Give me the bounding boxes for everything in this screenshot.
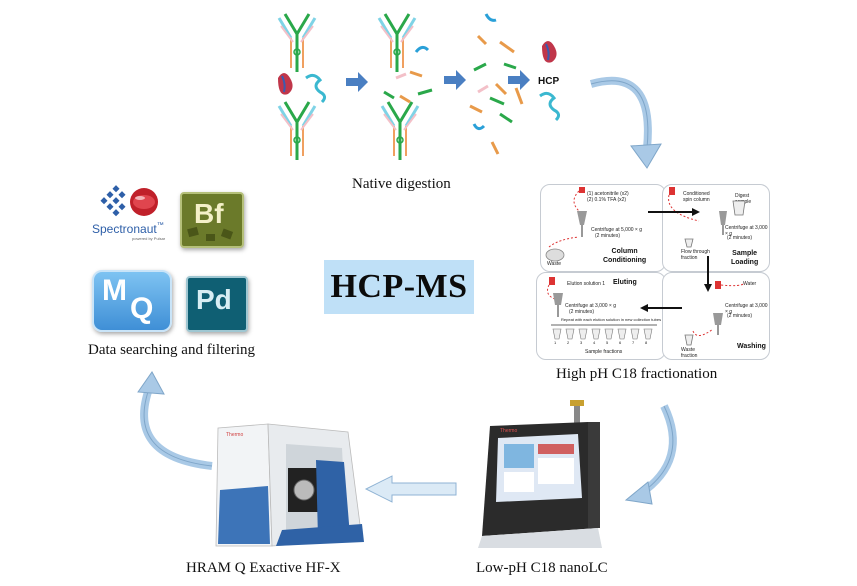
nanolc-brand: Thermo bbox=[500, 428, 518, 434]
step1-note1: (1) acetonitrile (x2) bbox=[587, 191, 629, 197]
step2-note1: Conditioned bbox=[683, 191, 710, 197]
step4-elution: Elution solution 1 bbox=[567, 281, 606, 287]
step2-flow: Flow through fraction bbox=[681, 249, 710, 261]
nanolc-illustration bbox=[478, 400, 602, 548]
curved-arrow-left bbox=[137, 371, 213, 470]
fraction-number: 8 bbox=[645, 340, 648, 345]
step1-spin2: (2 minutes) bbox=[595, 233, 621, 239]
step3-water: Water bbox=[743, 281, 757, 287]
caption-high-ph: High pH C18 fractionation bbox=[556, 366, 718, 382]
step4-title: Eluting bbox=[613, 279, 637, 286]
ms-brand: Thermo bbox=[226, 432, 244, 438]
maxquant-logo: M Q bbox=[92, 270, 172, 332]
step3-title: Washing bbox=[737, 343, 766, 350]
hcp-helix-icon bbox=[305, 73, 327, 104]
step2-spin: Centrifuge at 3,000 × g bbox=[725, 225, 768, 237]
pd-text: Pd bbox=[196, 284, 232, 315]
panel-sample-loading: Conditioned spin column Digest sample Ce… bbox=[662, 184, 770, 272]
step1-spin: Centrifuge at 5,000 × g bbox=[591, 227, 643, 233]
step4-fraction-numbers: 1 2 3 4 5 6 7 8 bbox=[554, 340, 664, 345]
panel-eluting: Eluting Elution solution 1 Centrifuge at… bbox=[536, 272, 666, 360]
mq-q: Q bbox=[130, 292, 154, 325]
curved-arrow-right bbox=[624, 404, 677, 505]
step1-note2: (2) 0.1% TFA (x2) bbox=[587, 197, 627, 203]
fraction-number: 4 bbox=[593, 340, 596, 345]
step4-repeat: Repeat with each elution solution in new… bbox=[561, 317, 662, 322]
flow-arrow-2 bbox=[444, 70, 466, 90]
nanolc-instrument: Thermo bbox=[470, 398, 610, 548]
step4-diagram bbox=[547, 277, 657, 340]
fraction-number: 1 bbox=[554, 340, 557, 345]
caption-native-digestion: Native digestion bbox=[352, 176, 451, 192]
step4-spin: Centrifuge at 3,000 × g bbox=[565, 303, 617, 309]
fraction-number: 2 bbox=[567, 340, 570, 345]
step3-diagram bbox=[684, 281, 746, 346]
step2-diagram bbox=[668, 187, 746, 248]
fraction-number: 7 bbox=[632, 340, 635, 345]
peptide-fragments bbox=[469, 13, 524, 155]
mass-spectrometer: Thermo bbox=[212, 420, 370, 550]
step2-note2: spin column bbox=[683, 197, 710, 203]
spectronaut-name: Spectronaut bbox=[92, 222, 157, 236]
step1-waste: Waste bbox=[547, 261, 561, 267]
step3-spin2: (2 minutes) bbox=[727, 313, 753, 319]
step3-spin: Centrifuge at 3,000 × g bbox=[725, 303, 768, 315]
spectronaut-sub: powered by Pulsar bbox=[132, 236, 166, 241]
hcp-ms-label: HCP-MS bbox=[330, 268, 468, 305]
caption-hram: HRAM Q Exactive HF-X bbox=[186, 560, 341, 576]
biognosys-bf-logo: Bf bbox=[180, 192, 244, 248]
spectronaut-icon bbox=[100, 185, 158, 217]
step4-fractions-label: Sample fractions bbox=[585, 349, 623, 355]
caption-low-ph: Low-pH C18 nanoLC bbox=[476, 560, 608, 576]
ms-illustration bbox=[215, 423, 364, 547]
step1-diagram bbox=[545, 187, 587, 262]
bf-text: Bf bbox=[194, 198, 224, 229]
curved-arrow-top-right bbox=[589, 76, 662, 169]
fraction-number: 3 bbox=[580, 340, 583, 345]
panel-arrows bbox=[640, 208, 712, 312]
step1-title: Column Conditioning bbox=[603, 248, 647, 264]
spectronaut-tm: ™ bbox=[156, 222, 164, 229]
caption-data-searching: Data searching and filtering bbox=[88, 342, 256, 358]
panel-washing: Water Centrifuge at 3,000 × g (2 minutes… bbox=[662, 272, 770, 360]
step4-spin2: (2 minutes) bbox=[569, 309, 595, 315]
step2-title: Sample Loading bbox=[731, 250, 759, 266]
proteome-discoverer-logo: Pd bbox=[186, 276, 248, 332]
mq-m: M bbox=[102, 274, 127, 307]
hcp-protein-icon bbox=[278, 73, 293, 95]
spectronaut-logo: Spectronaut™ powered by Pulsar bbox=[92, 180, 180, 244]
native-digestion-illustration: HCP bbox=[277, 12, 561, 162]
fraction-number: 5 bbox=[606, 340, 609, 345]
arrow-lc-to-ms bbox=[364, 475, 457, 503]
panel-column-conditioning: (1) acetonitrile (x2) (2) 0.1% TFA (x2) … bbox=[540, 184, 666, 272]
step3-waste: Waste fraction bbox=[681, 347, 698, 359]
hcp-ms-box: HCP-MS bbox=[324, 260, 474, 314]
hcp-label: HCP bbox=[538, 76, 559, 87]
flow-arrow-3 bbox=[508, 70, 530, 90]
fraction-number: 6 bbox=[619, 340, 622, 345]
step2-spin2: (2 minutes) bbox=[727, 235, 753, 241]
bf-pattern-icon bbox=[187, 226, 234, 241]
flow-arrow-1 bbox=[346, 72, 368, 92]
